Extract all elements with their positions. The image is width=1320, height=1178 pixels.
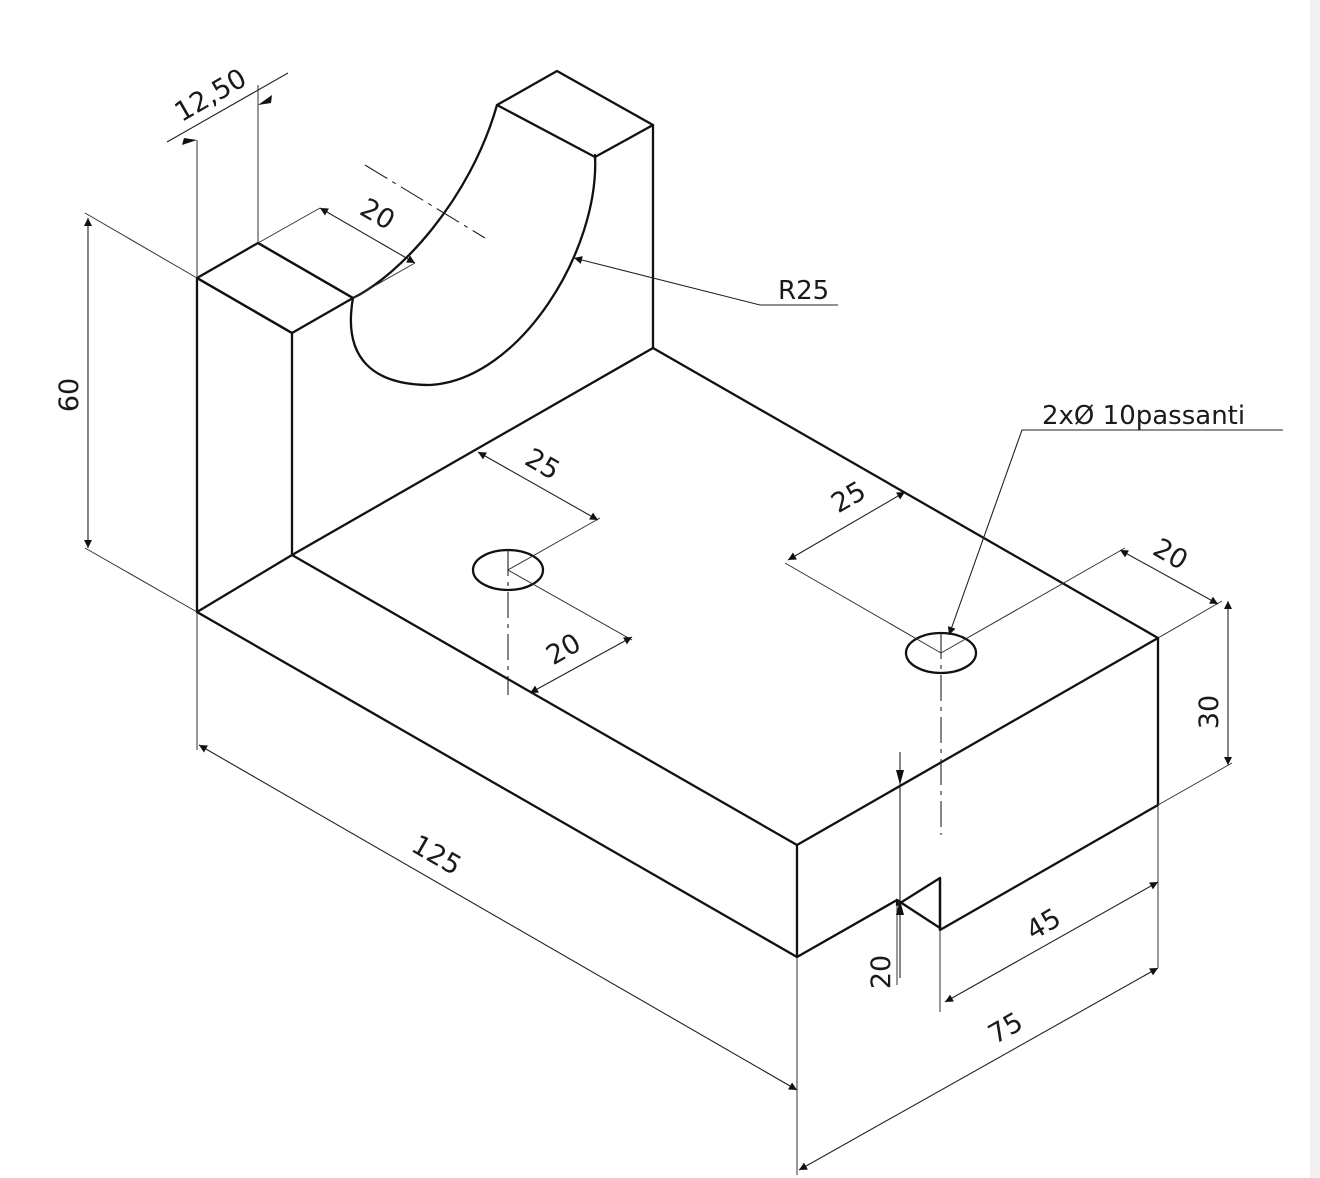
upright-left-top-face <box>195 241 355 335</box>
extension-lines <box>84 85 1233 1175</box>
dim-line-20-left <box>529 636 633 694</box>
dim-line-20-right <box>1119 549 1219 605</box>
leaders <box>573 256 1283 636</box>
part-outline <box>195 69 1160 959</box>
dim-text-20-left: 20 <box>541 628 586 672</box>
leader-holes <box>947 429 1283 636</box>
dim-text-20-top: 20 <box>355 193 400 237</box>
dim-text-20-right: 20 <box>1148 533 1193 577</box>
base-top-face <box>290 346 1160 847</box>
dim-line-45 <box>944 881 1159 1003</box>
note-holes: 2xØ 10passanti <box>1042 401 1245 431</box>
dim-line-25-left <box>477 451 599 521</box>
dim-text-45: 45 <box>1021 903 1066 947</box>
dim-text-30: 30 <box>1194 695 1225 729</box>
radius-cutout <box>349 153 597 387</box>
dim-text-125: 125 <box>406 829 466 882</box>
dim-line-20-top <box>319 207 416 264</box>
dim-text-75: 75 <box>983 1007 1028 1051</box>
dimension-texts: 60 12,50 20 25 20 25 20 30 125 20 45 75 <box>54 63 1225 1051</box>
note-radius: R25 <box>778 276 829 306</box>
dim-text-20-slot: 20 <box>866 955 897 989</box>
dim-line-75 <box>798 967 1159 1171</box>
upright-right-top-face <box>495 69 655 159</box>
notes: R25 2xØ 10passanti <box>778 276 1245 431</box>
dim-text-60: 60 <box>54 378 85 412</box>
dim-line-12-50 <box>166 72 289 143</box>
base-front-face <box>195 610 1160 959</box>
dimension-lines <box>84 72 1232 1171</box>
leader-r25 <box>573 256 838 306</box>
dim-text-25-right: 25 <box>826 476 871 520</box>
dim-text-12-50: 12,50 <box>170 63 252 128</box>
dim-line-125 <box>198 744 798 1091</box>
scrollbar-track[interactable] <box>1310 0 1320 1178</box>
upright-left-front-face <box>195 276 294 614</box>
centerlines <box>364 164 942 835</box>
dim-line-25-right <box>787 491 906 561</box>
